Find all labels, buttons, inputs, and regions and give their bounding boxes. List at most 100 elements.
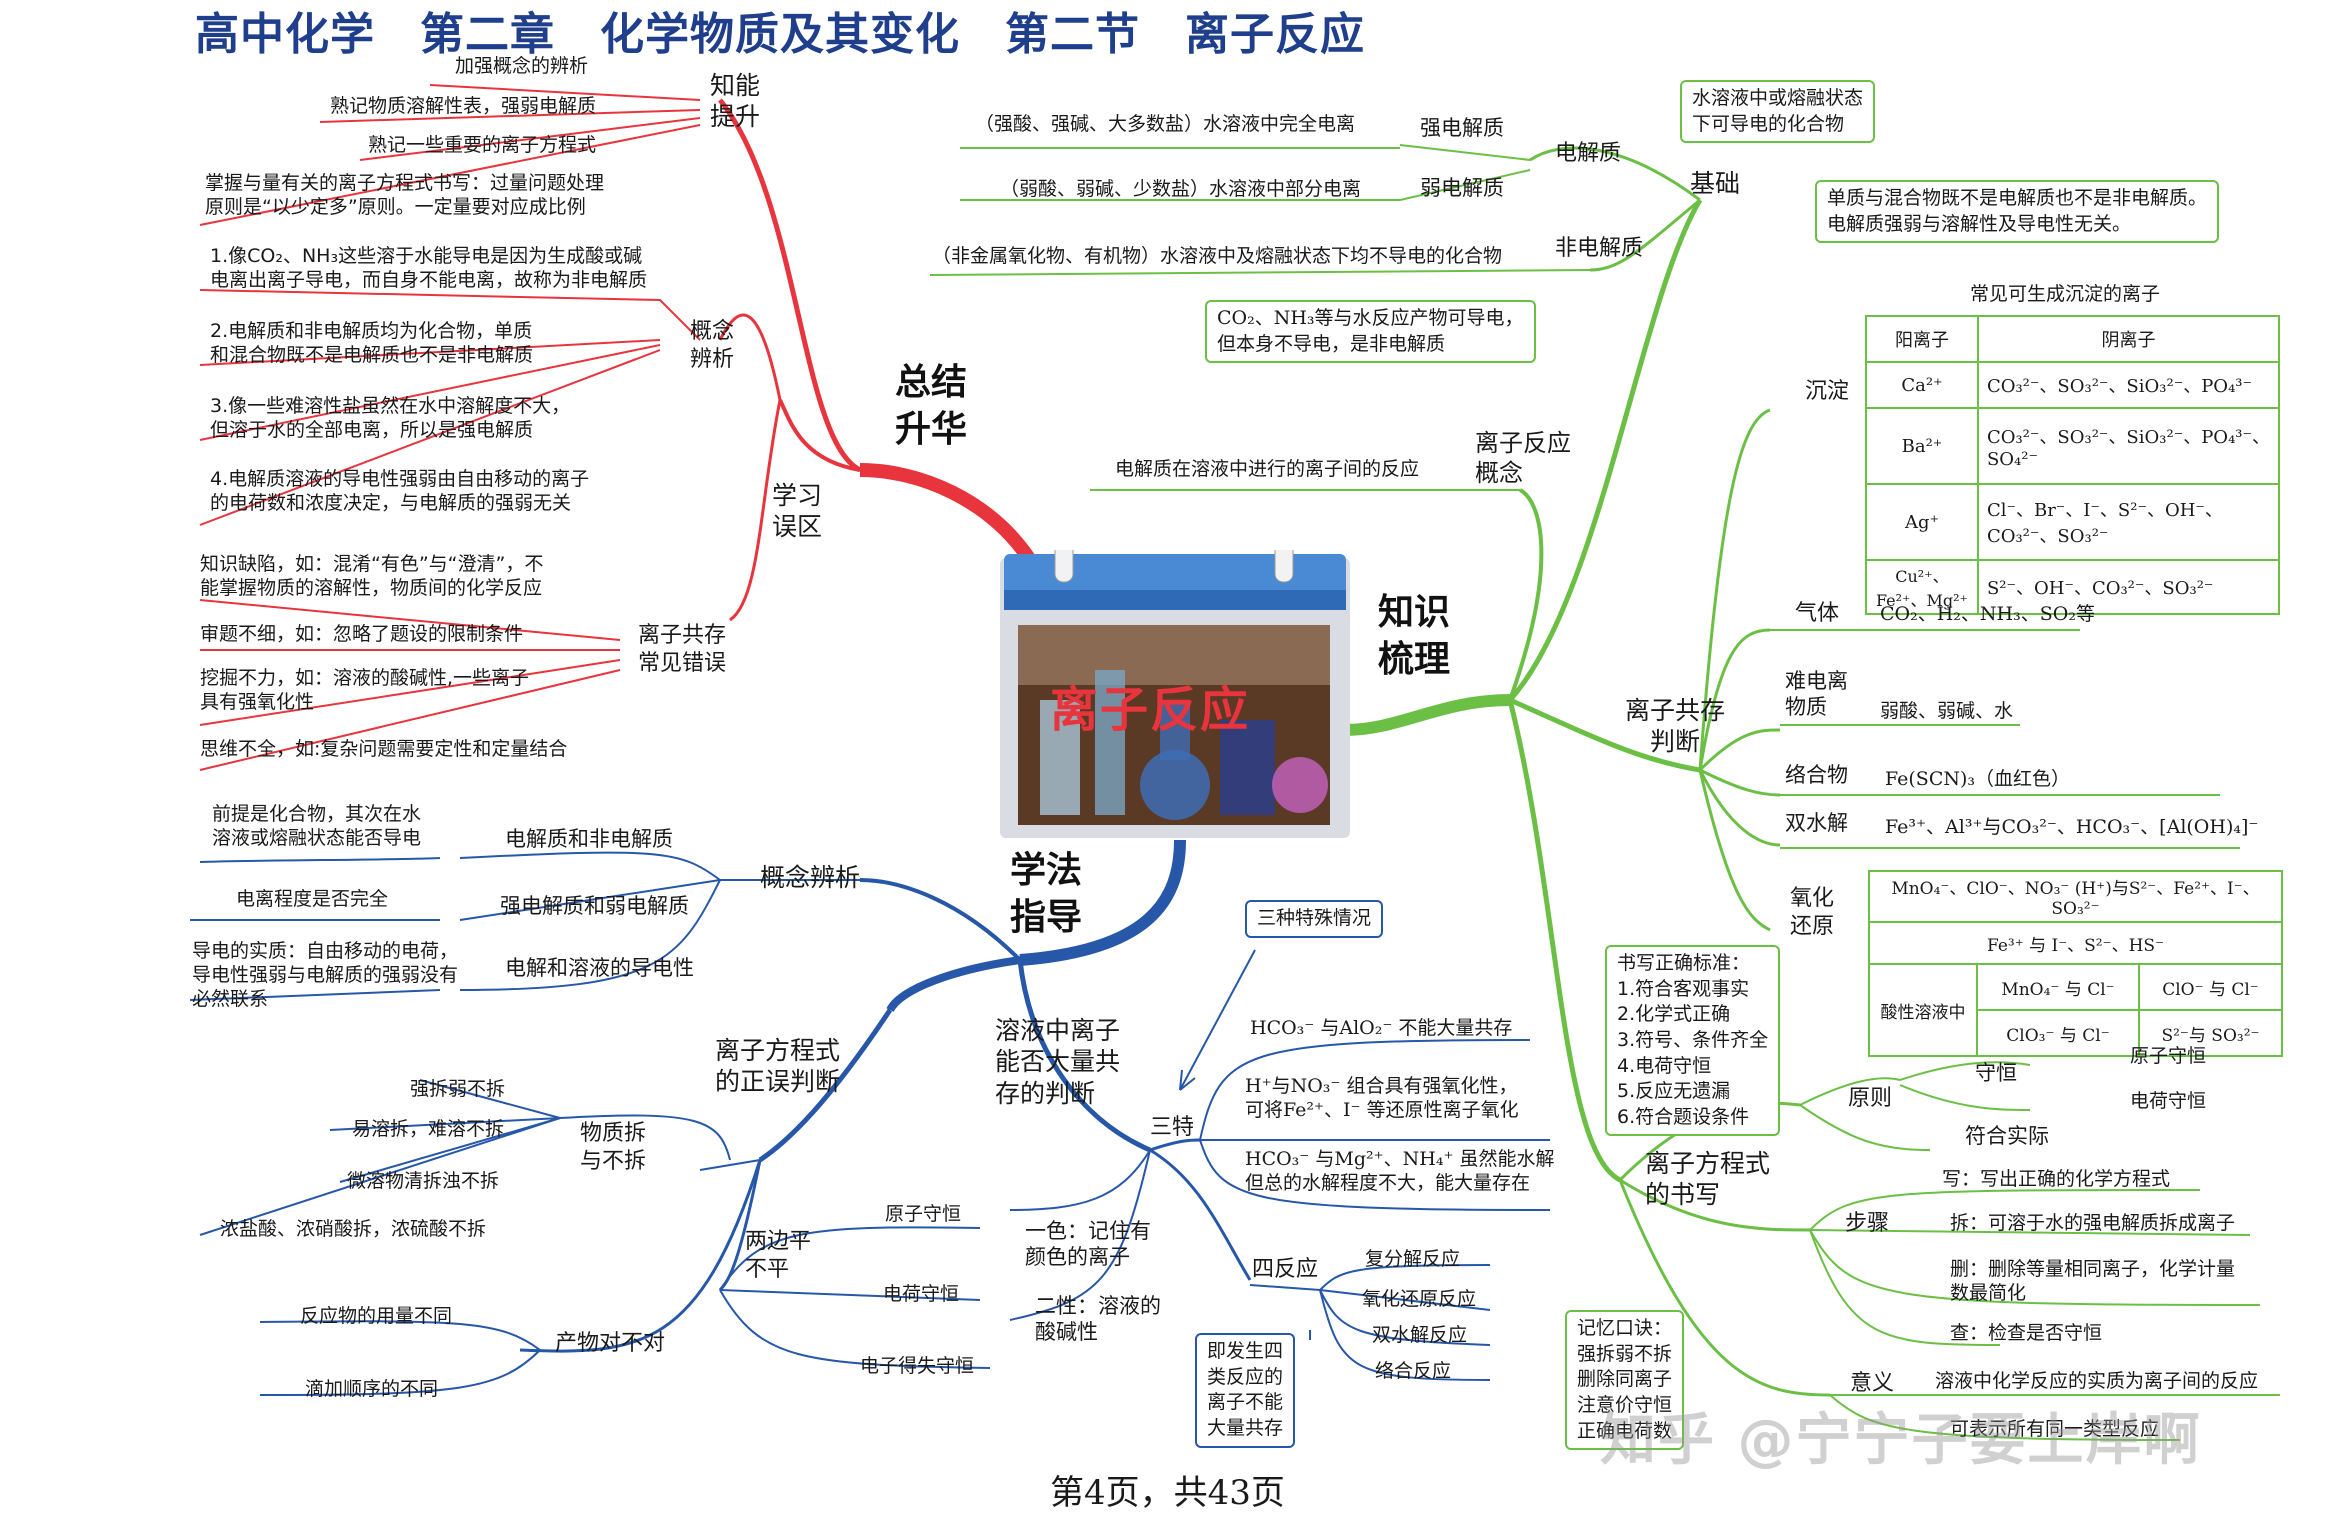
ion-reaction-concept-desc: 电解质在溶液中进行的离子间的反应 — [1115, 458, 1420, 480]
summary-improve-label: 知能 提升 — [710, 71, 761, 132]
concept-item-3: 3.像一些难溶性盐虽然在水中溶解度不大， 但溶于水的全部电离，所以是强电解质 — [210, 395, 571, 441]
three-item-3: HCO₃⁻ 与Mg²⁺、NH₄⁺ 虽然能水解 但总的水解程度不大，能大量存在 — [1245, 1148, 1555, 1194]
precip-anion-ba: CO₃²⁻、SO₃²⁻、SiO₃²⁻、PO₄³⁻、 SO₄²⁻ — [1976, 407, 2281, 485]
precip-label: 沉淀 — [1805, 379, 1850, 404]
redox-row-1: MnO₄⁻、ClO⁻、NO₃⁻ (H⁺)与S²⁻、Fe²⁺、I⁻、SO₃²⁻ — [1868, 870, 2283, 923]
center-card: 离子反应 — [1000, 541, 1350, 840]
precip-header-anion: 阴离子 — [1976, 315, 2281, 363]
strong-electrolyte-label: 强电解质 — [1420, 116, 1504, 140]
three-special-box: 三种特殊情况 — [1245, 900, 1384, 938]
four-item-2: 氧化还原反应 — [1362, 1288, 1477, 1310]
balance-item-2: 电荷守恒 — [883, 1283, 960, 1305]
concept-item-2: 2.电解质和非电解质均为化合物，单质 和混合物既不是电解质也不是非电解质 — [210, 320, 534, 366]
electrolyte-label: 电解质 — [1555, 141, 1622, 166]
gas-desc: CO₂、H₂、NH₃、SO₂等 — [1880, 603, 2095, 625]
gas-label: 气体 — [1795, 601, 1840, 626]
concept-analysis-label: 概念 辨析 — [690, 319, 735, 372]
step-4: 查：检查是否守恒 — [1950, 1322, 2103, 1344]
step-3: 删：删除等量相同离子，化学计量 数最简化 — [1950, 1258, 2236, 1304]
coexist-errors-label: 离子共存 常见错误 — [638, 623, 727, 676]
non-electrolyte-note: CO₂、NH₃等与水反应产物可导电， 但本身不导电，是非电解质 — [1205, 300, 1536, 364]
equation-writing-label: 离子方程式 的书写 — [1645, 1149, 1771, 1210]
conserve-item-2: 电荷守恒 — [2130, 1090, 2207, 1112]
precip-anion-cu: S²⁻、OH⁻、CO₃²⁻、SO₃²⁻ — [1976, 559, 2281, 615]
three-item-1: HCO₃⁻ 与AlO₂⁻ 不能大量共存 — [1250, 1017, 1513, 1039]
page-title: 高中化学 第二章 化学物质及其变化 第二节 离子反应 — [195, 9, 1365, 60]
branch-summary: 总结 升华 — [895, 362, 968, 450]
four-item-4: 络合反应 — [1375, 1360, 1452, 1382]
step-1: 写：写出正确的化学方程式 — [1942, 1168, 2171, 1190]
double-hydrolysis-label: 双水解 — [1785, 811, 1848, 835]
precip-cation-ca: Ca²⁺ — [1865, 361, 1979, 409]
branch-method: 学法 指导 — [1010, 850, 1083, 938]
precip-caption: 常见可生成沉淀的离子 — [1970, 283, 2161, 305]
method-concept-item-1: 电解质和非电解质 — [505, 827, 673, 851]
method-concept-item-2: 强电解质和弱电解质 — [500, 894, 689, 918]
acid-solution-label: 酸性溶液中 — [1868, 963, 1978, 1057]
summary-mistakes-label: 学习 误区 — [772, 481, 823, 542]
four-item-3: 双水解反应 — [1372, 1324, 1468, 1346]
split-item-4: 浓盐酸、浓硝酸拆，浓硫酸不拆 — [220, 1218, 487, 1240]
coexist-error-1: 知识缺陷，如：混淆“有色”与“澄清”，不 能掌握物质的溶解性，物质间的化学反应 — [200, 553, 544, 599]
precip-cation-ag: Ag⁺ — [1865, 483, 1979, 561]
meaning-label: 意义 — [1850, 1371, 1895, 1396]
double-hydrolysis-desc: Fe³⁺、Al³⁺与CO₃²⁻、HCO₃⁻、[Al(OH)₄]⁻ — [1885, 816, 2259, 838]
product-label: 产物对不对 — [555, 1331, 666, 1356]
meaning-item-1: 溶液中化学反应的实质为离子间的反应 — [1935, 1370, 2259, 1392]
four-reaction-note: 即发生四 类反应的 离子不能 大量共存 — [1195, 1333, 1296, 1448]
principle-label: 原则 — [1848, 1086, 1893, 1111]
improve-item-4: 掌握与量有关的离子方程式书写：过量问题处理 原则是“以少定多”原则。一定量要对应… — [205, 172, 605, 218]
weak-electrolyte-desc: （弱酸、弱碱、少数盐）水溶液中部分电离 — [1000, 178, 1362, 200]
steps-label: 步骤 — [1845, 1211, 1890, 1236]
precip-anion-ag: Cl⁻、Br⁻、I⁻、S²⁻、OH⁻、 CO₃²⁻、SO₃²⁻ — [1976, 483, 2281, 561]
improve-item-2: 熟记物质溶解性表，强弱电解质 — [330, 95, 597, 117]
balance-label: 两边平 不平 — [745, 1229, 812, 1282]
redox-table: MnO₄⁻、ClO⁻、NO₃⁻ (H⁺)与S²⁻、Fe²⁺、I⁻、SO₃²⁻ F… — [1868, 870, 2284, 1057]
one-color: 一色：记住有 颜色的离子 — [1025, 1219, 1151, 1270]
precip-cation-cu: Cu²⁺、Fe²⁺、Mg²⁺ — [1865, 559, 1979, 615]
writing-criteria: 书写正确标准： 1.符合客观事实 2.化学式正确 3.符号、条件齐全 4.电荷守… — [1605, 945, 1781, 1137]
method-concept-item-3: 电解和溶液的导电性 — [505, 956, 694, 980]
basic-label: 基础 — [1690, 169, 1741, 198]
concept-item-1: 1.像CO₂、NH₃这些溶于水能导电是因为生成酸或碱 电离出离子导电，而自身不能… — [210, 245, 648, 291]
branch-knowledge: 知识 梳理 — [1378, 592, 1451, 680]
method-concept-label: 概念辨析 — [760, 863, 861, 892]
conserve-item-1: 原子守恒 — [2130, 1045, 2207, 1067]
redox-cell-2: ClO⁻ 与 Cl⁻ — [2137, 963, 2284, 1011]
non-electrolyte-label: 非电解质 — [1555, 236, 1644, 261]
center-label: 离子反应 — [1050, 682, 1251, 738]
split-label: 物质拆 与不拆 — [580, 1121, 647, 1174]
two-acidity: 二性：溶液的 酸碱性 — [1035, 1294, 1161, 1345]
improve-item-1: 加强概念的辨析 — [455, 55, 589, 77]
meaning-item-2: 可表示所有同一类型反应 — [1950, 1418, 2160, 1440]
calendar-card-graphic — [1000, 541, 1350, 838]
precip-table: 阳离子 阴离子 Ca²⁺CO₃²⁻、SO₃²⁻、SiO₃²⁻、PO₄³⁻ Ba²… — [1865, 315, 2281, 615]
coexist-error-4: 思维不全，如:复杂问题需要定性和定量结合 — [200, 738, 568, 760]
basic-note: 单质与混合物既不是电解质也不是非电解质。 电解质强弱与溶解性及导电性无关。 — [1815, 180, 2220, 244]
non-electrolyte-desc: （非金属氧化物、有机物）水溶液中及熔融状态下均不导电的化合物 — [932, 245, 1503, 267]
step-2: 拆：可溶于水的强电解质拆成离子 — [1950, 1212, 2236, 1234]
coexist-label: 离子共存 判断 — [1625, 696, 1726, 757]
concept-item-4: 4.电解质溶液的导电性强弱由自由移动的离子 的电荷数和浓度决定，与电解质的强弱无… — [210, 468, 590, 514]
weak-substance-desc: 弱酸、弱碱、水 — [1880, 700, 2014, 722]
coexist-error-3: 挖掘不力，如：溶液的酸碱性,一些离子 具有强氧化性 — [200, 667, 530, 713]
split-item-1: 强拆弱不拆 — [410, 1078, 506, 1100]
coexist-error-2: 审题不细，如：忽略了题设的限制条件 — [200, 623, 524, 645]
three-special-label: 三特 — [1150, 1115, 1195, 1140]
weak-substance-label: 难电离 物质 — [1785, 669, 1848, 720]
strong-electrolyte-desc: （强酸、强碱、大多数盐）水溶液中完全电离 — [975, 113, 1356, 135]
method-concept-note-3: 导电的实质：自由移动的电荷， 导电性强弱与电解质的强弱没有 必然联系 — [192, 940, 459, 1010]
page-footer: 第4页，共43页 — [1050, 1473, 1285, 1513]
complex-desc: Fe(SCN)₃（血红色） — [1885, 768, 2071, 790]
complex-label: 络合物 — [1785, 763, 1848, 787]
redox-cell-3: ClO₃⁻ 与 Cl⁻ — [1976, 1009, 2140, 1057]
coexist-judge-label: 溶液中离子 能否大量共 存的判断 — [995, 1016, 1121, 1108]
mnemonic-box: 记忆口诀： 强拆弱不拆 删除同离子 注意价守恒 正确电荷数 — [1565, 1310, 1685, 1451]
split-item-2: 易溶拆，难溶不拆 — [352, 1118, 505, 1140]
method-concept-note-1: 前提是化合物，其次在水 溶液或熔融状态能否导电 — [212, 803, 422, 849]
watermark: 知乎 @宁宁子要上岸啊 — [1600, 1408, 2202, 1473]
product-item-2: 滴加顺序的不同 — [305, 1378, 439, 1400]
redox-row-2: Fe³⁺ 与 I⁻、S²⁻、HS⁻ — [1868, 921, 2283, 965]
weak-electrolyte-label: 弱电解质 — [1420, 176, 1504, 200]
